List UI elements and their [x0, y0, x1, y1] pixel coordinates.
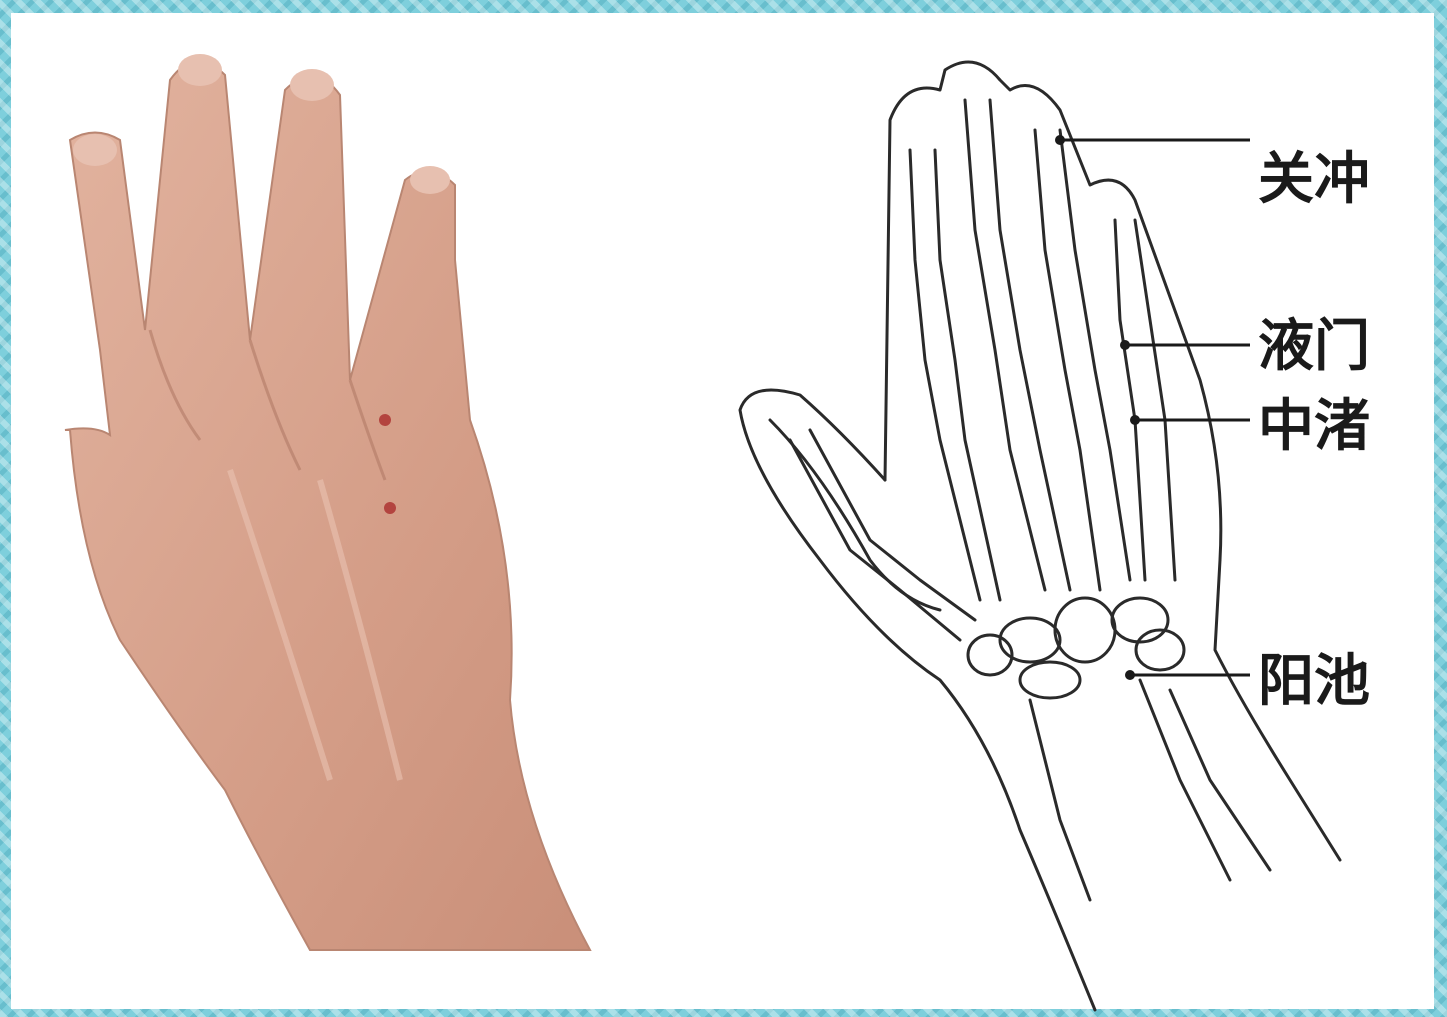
acupoint-dot-yangchi	[1125, 670, 1135, 680]
acupoint-label-yangchi: 阳池	[1258, 649, 1370, 714]
fingernail	[290, 69, 334, 101]
acupoint-label-yemen: 液门	[1258, 314, 1370, 379]
hand-outline-left	[740, 390, 1095, 1010]
carpal-bone	[1112, 598, 1168, 642]
forearm-bone	[1170, 690, 1270, 870]
finger-bone-little	[1115, 220, 1145, 580]
acupoint-marker-photo	[379, 414, 391, 426]
fingernail	[178, 54, 222, 86]
carpal-bone	[1020, 662, 1080, 698]
finger-bone-index	[910, 150, 980, 600]
acupoint-marker-photo	[384, 502, 396, 514]
hand-skeleton-drawing	[740, 62, 1340, 1010]
acupoint-dot-guanchong	[1055, 135, 1065, 145]
forearm-bone	[1140, 680, 1230, 880]
acupoint-label-guanchong: 关冲	[1258, 147, 1370, 212]
hand-photo	[65, 54, 590, 950]
fingernail	[410, 166, 450, 194]
acupoint-callouts: 关冲 液门 中渚 阳池	[1055, 135, 1370, 714]
acupoint-dot-yemen	[1120, 340, 1130, 350]
finger-bone-middle	[990, 100, 1070, 590]
finger-bone-index	[935, 150, 1000, 600]
fingernail	[73, 134, 117, 166]
finger-bone-middle	[965, 100, 1045, 590]
acupoint-label-zhongzhu: 中渚	[1258, 394, 1370, 459]
acupoint-dot-zhongzhu	[1130, 415, 1140, 425]
carpal-bone	[968, 635, 1012, 675]
forearm-bone	[1030, 700, 1090, 900]
carpal-bone	[1055, 598, 1115, 662]
finger-bone-ring	[1060, 130, 1130, 580]
carpal-bone	[1000, 618, 1060, 662]
